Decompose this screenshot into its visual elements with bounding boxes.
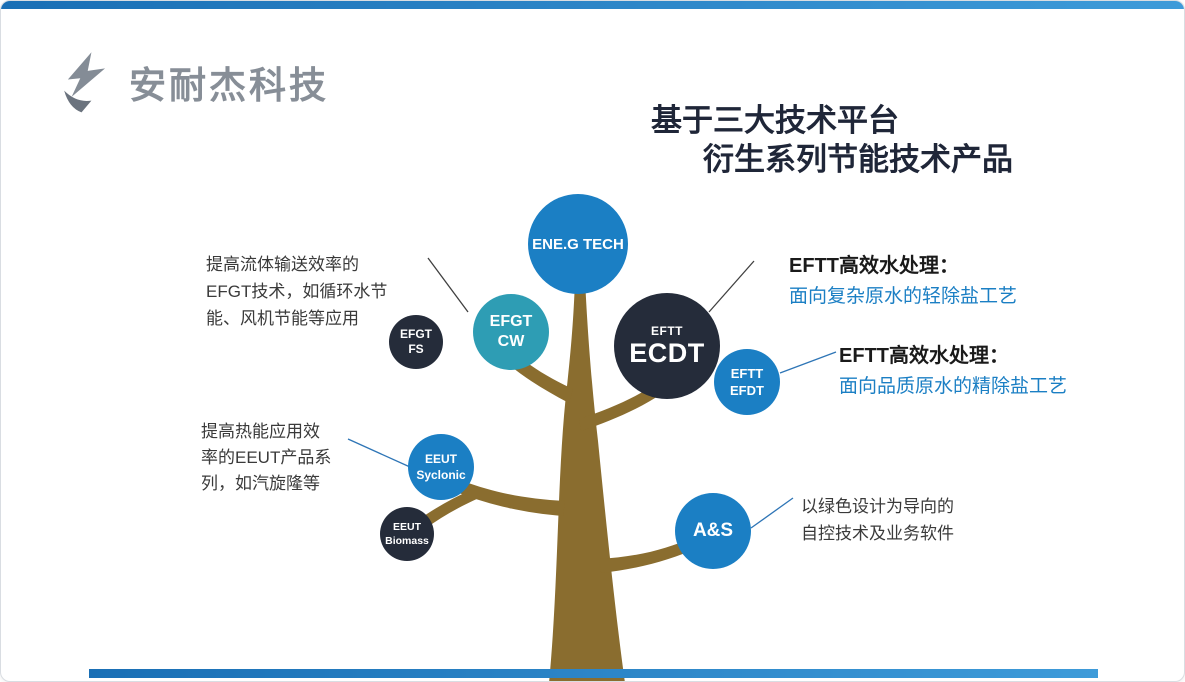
tree-branch-as — [599, 537, 699, 573]
connector-left-top — [427, 257, 469, 313]
annotation-eftt-efdt-title: EFTT高效水处理： — [839, 345, 1009, 367]
top-accent-bar — [1, 1, 1184, 9]
node-ecdt-sublabel: EFTT — [651, 323, 683, 338]
slide-title: 基于三大技术平台 衍生系列节能技术产品 — [651, 101, 1013, 179]
annotation-eeut-line2: 率的EEUT产品系 — [201, 448, 332, 467]
node-a-and-s-label: A&S — [692, 520, 734, 541]
annotation-eftt-efdt-desc: 面向品质原水的精除盐工艺 — [839, 376, 1068, 397]
node-efdt-line1: EFTT — [730, 366, 764, 381]
node-ecdt-label: ECDT — [629, 337, 705, 368]
node-eeut-syclonic-line2: Syclonic — [416, 468, 466, 482]
node-eeut-biomass: EEUT Biomass — [380, 507, 434, 561]
annotation-eftt-ecdt-title: EFTT高效水处理： — [789, 255, 959, 277]
connector-left-mid — [347, 438, 411, 468]
node-ene-g-tech: ENE.G TECH — [528, 194, 628, 294]
annotation-efgt-line1: 提高流体输送效率的 — [206, 255, 359, 274]
node-efgt-fs: EFGT FS — [389, 315, 443, 369]
node-efgt-fs-line1: EFGT — [400, 327, 432, 341]
slide-title-line2: 衍生系列节能技术产品 — [703, 142, 1013, 177]
connector-right-bottom — [750, 497, 794, 529]
annotation-eeut: 提高热能应用效 率的EEUT产品系 列，如汽旋隆等 — [201, 419, 331, 497]
connector-right-top — [708, 260, 755, 313]
annotation-as: 以绿色设计为导向的 自控技术及业务软件 — [801, 493, 954, 547]
node-ecdt: EFTT ECDT — [614, 293, 720, 399]
node-efgt-cw: EFGT CW — [473, 294, 549, 370]
node-efgt-fs-line2: FS — [408, 342, 424, 356]
node-eeut-syclonic-line1: EEUT — [424, 452, 457, 466]
company-logo: 安耐杰科技 — [53, 51, 329, 113]
node-efdt-line2: EFDT — [730, 383, 764, 398]
annotation-efgt: 提高流体输送效率的 EFGT技术，如循环水节 能、风机节能等应用 — [206, 251, 387, 332]
node-efgt-cw-line2: CW — [497, 333, 525, 350]
lightning-bolt-icon — [64, 52, 106, 113]
node-ene-g-tech-label: ENE.G TECH — [532, 235, 624, 253]
company-name: 安耐杰科技 — [129, 65, 329, 106]
node-eeut-syclonic: EEUT Syclonic — [408, 434, 474, 500]
node-efdt: EFTT EFDT — [714, 349, 780, 415]
node-a-and-s: A&S — [675, 493, 751, 569]
annotation-efgt-line3: 能、风机节能等应用 — [206, 309, 359, 328]
node-efgt-cw-line1: EFGT — [489, 313, 533, 330]
node-eeut-biomass-line1: EEUT — [392, 521, 421, 533]
tree-branch-ecdt — [579, 383, 663, 431]
tree-branch-eeut-syclonic — [459, 481, 565, 516]
annotation-eeut-line1: 提高热能应用效 — [201, 422, 320, 441]
bottom-accent-bar — [89, 669, 1098, 678]
node-eeut-biomass-line2: Biomass — [385, 535, 429, 547]
connector-right-mid — [779, 351, 837, 374]
tree-branch-eeut-biomass — [418, 489, 479, 529]
annotation-efgt-line2: EFGT技术，如循环水节 — [206, 282, 388, 301]
tree-trunk — [549, 279, 625, 681]
slide-title-line1: 基于三大技术平台 — [651, 103, 899, 138]
annotation-as-line2: 自控技术及业务软件 — [801, 524, 954, 543]
annotation-eftt-ecdt: EFTT高效水处理： 面向复杂原水的轻除盐工艺 — [789, 251, 1017, 312]
annotation-eeut-line3: 列，如汽旋隆等 — [201, 474, 320, 493]
annotation-eftt-ecdt-desc: 面向复杂原水的轻除盐工艺 — [789, 286, 1018, 307]
annotation-as-line1: 以绿色设计为导向的 — [801, 497, 954, 516]
annotation-eftt-efdt: EFTT高效水处理： 面向品质原水的精除盐工艺 — [839, 341, 1067, 402]
